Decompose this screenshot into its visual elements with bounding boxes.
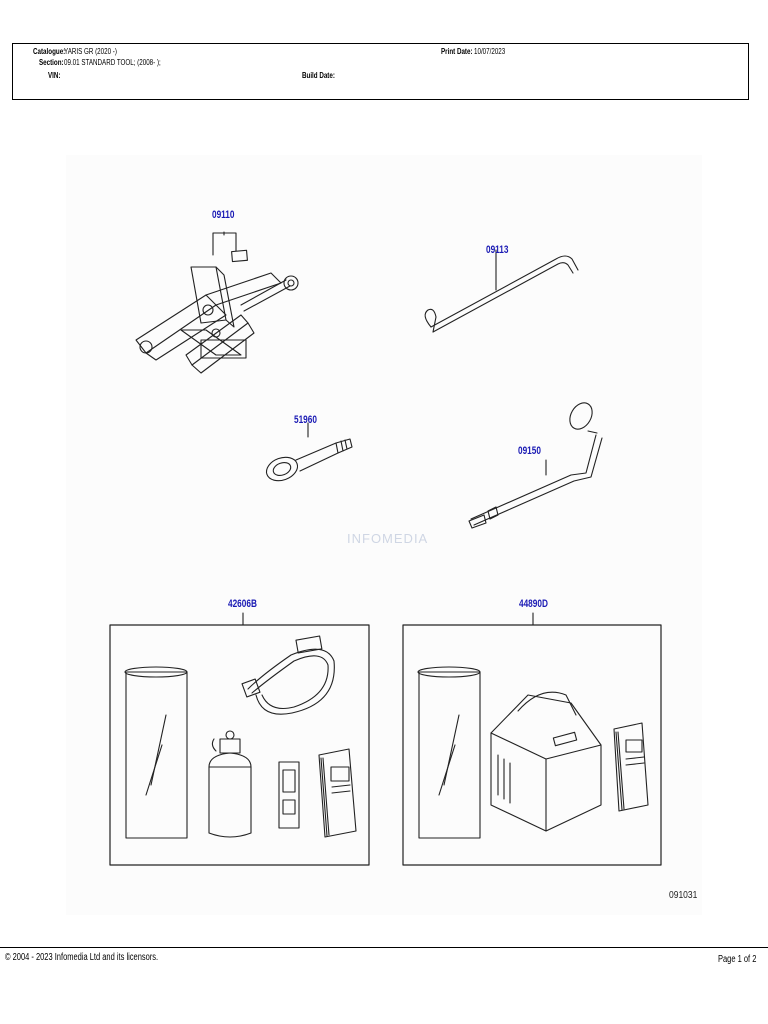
- part-number-51960[interactable]: 51960: [294, 414, 317, 426]
- copyright-text: © 2004 - 2023 Infomedia Ltd and its lice…: [5, 952, 159, 963]
- footer-divider: [0, 947, 768, 948]
- section-label: Section:: [39, 58, 64, 67]
- part-number-09110[interactable]: 09110: [212, 209, 235, 221]
- compressor-kit-illustration: [402, 612, 662, 866]
- part-number-42606B[interactable]: 42606B: [228, 598, 257, 610]
- part-number-44890D[interactable]: 44890D: [519, 598, 548, 610]
- header-box: Catalogue: YARIS GR (2020 -) Section: 09…: [12, 43, 749, 100]
- vin-label: VIN:: [48, 71, 61, 80]
- jack-handle-illustration: [424, 249, 579, 333]
- build-date-label: Build Date:: [302, 71, 335, 80]
- print-date-value: 10/07/2023: [474, 47, 506, 56]
- catalogue-label: Catalogue:: [33, 47, 66, 56]
- towing-eye-illustration: [265, 422, 353, 482]
- illustration-number: 091031: [669, 890, 698, 901]
- page-indicator: Page 1 of 2: [718, 954, 757, 965]
- diagram-drawing: [109, 231, 662, 866]
- watermark: INFOMEDIA: [347, 531, 429, 546]
- section-value: 09.01 STANDARD TOOL; (2008- );: [64, 58, 161, 67]
- parts-diagram: 09110 09113 51960 09150 42606B 44890D IN…: [66, 155, 702, 915]
- jack-illustration: [135, 231, 299, 374]
- part-number-09150[interactable]: 09150: [518, 445, 541, 457]
- print-date-label: Print Date:: [441, 47, 473, 56]
- tyre-repair-kit-illustration: [109, 612, 370, 866]
- part-number-09113[interactable]: 09113: [486, 244, 509, 256]
- wheel-wrench-illustration: [468, 402, 603, 529]
- catalogue-value: YARIS GR (2020 -): [64, 47, 117, 56]
